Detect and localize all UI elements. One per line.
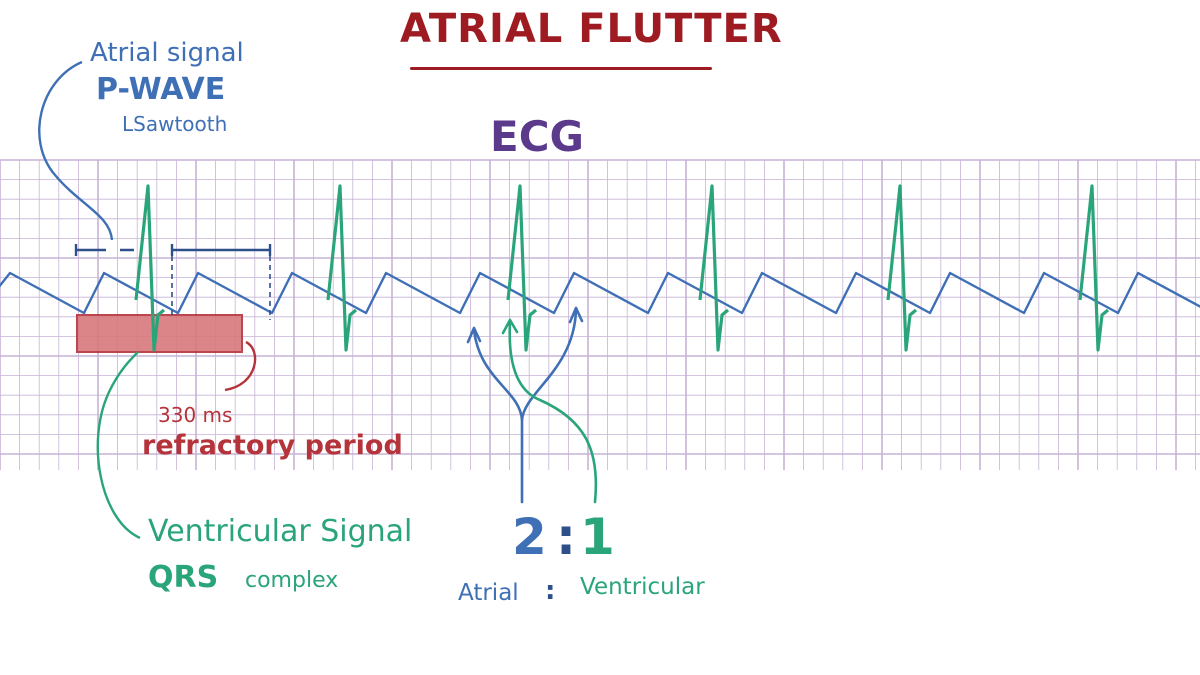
ratio-ventricular-value: 1 bbox=[580, 508, 615, 566]
interval-guide-lines bbox=[171, 256, 271, 320]
p-wave-sawtooth-trace bbox=[0, 271, 1200, 315]
ratio-separator: : bbox=[556, 508, 576, 566]
ratio-label-separator: : bbox=[545, 576, 556, 606]
refractory-period-label: refractory period bbox=[142, 430, 403, 461]
title-underline bbox=[410, 67, 712, 70]
qrs-label: QRS bbox=[148, 560, 219, 595]
ventricular-signal-leader-line bbox=[96, 351, 141, 540]
sawtooth-label: LSawtooth bbox=[122, 112, 228, 136]
ventricular-conduction-arrow bbox=[501, 318, 598, 504]
ventricular-signal-label: Ventricular Signal bbox=[148, 514, 413, 549]
refractory-period-box bbox=[76, 314, 243, 353]
ecg-heading: ECG bbox=[490, 112, 584, 161]
flutter-interval-bracket bbox=[74, 244, 272, 256]
atrial-conduction-arrows bbox=[466, 306, 584, 504]
p-wave-label: P-WAVE bbox=[96, 72, 226, 107]
complex-label: complex bbox=[245, 568, 339, 593]
atrial-signal-leader-line bbox=[38, 60, 114, 241]
refractory-leader-line bbox=[224, 340, 257, 392]
ratio-atrial-label: Atrial bbox=[458, 580, 519, 606]
page-title: ATRIAL FLUTTER bbox=[400, 6, 783, 52]
refractory-duration-label: 330 ms bbox=[158, 403, 233, 427]
qrs-complex-trace bbox=[134, 184, 1110, 352]
atrial-signal-label: Atrial signal bbox=[90, 38, 244, 68]
ratio-atrial-value: 2 bbox=[512, 508, 547, 566]
ratio-ventricular-label: Ventricular bbox=[580, 574, 705, 600]
